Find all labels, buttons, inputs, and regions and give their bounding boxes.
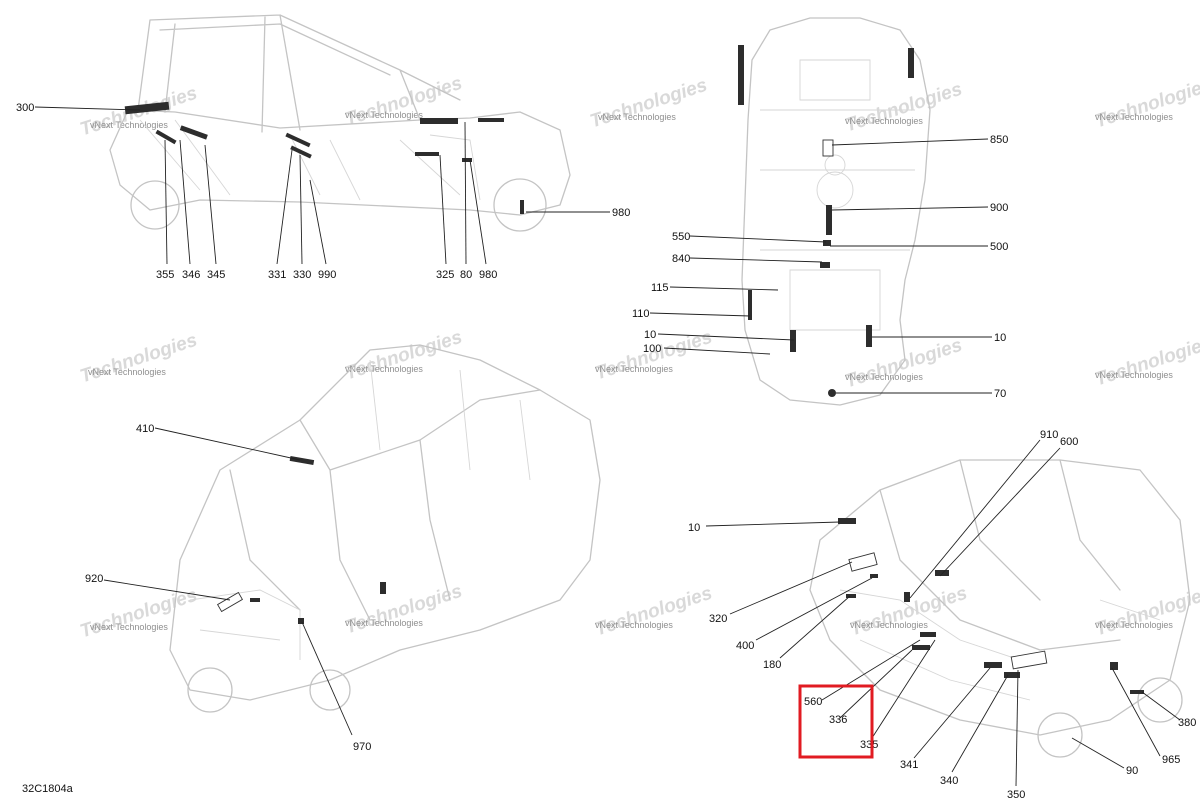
front-view-drawing [169, 344, 601, 713]
callout-325: 325 [436, 269, 454, 281]
callout-850: 850 [990, 134, 1008, 146]
watermark: Technologies vNext Technologies [843, 335, 965, 393]
svg-text:Technologies: Technologies [1093, 333, 1200, 391]
front-view-callouts: 410 920 970 [85, 423, 371, 753]
watermark: Technologies vNext Technologies [1093, 333, 1200, 391]
watermark: Technologies vNext Technologies [78, 585, 200, 643]
callout-560: 560 [804, 696, 822, 708]
callout-320: 320 [709, 613, 727, 625]
watermark: Technologies vNext Technologies [843, 79, 965, 137]
svg-text:vNext Technologies: vNext Technologies [1095, 620, 1173, 630]
svg-text:vNext Technologies: vNext Technologies [595, 620, 673, 630]
svg-text:vNext Technologies: vNext Technologies [88, 367, 166, 377]
callout-970: 970 [353, 741, 371, 753]
callout-341: 341 [900, 759, 918, 771]
watermark: Technologies vNext Technologies [343, 581, 465, 639]
callout-10-rear: 10 [688, 522, 700, 534]
callout-600: 600 [1060, 436, 1078, 448]
watermark: Technologies vNext Technologies [78, 330, 200, 388]
callout-70: 70 [994, 388, 1006, 400]
callout-346: 346 [182, 269, 200, 281]
top-view-drawing [738, 17, 931, 406]
svg-text:vNext Technologies: vNext Technologies [845, 116, 923, 126]
callout-965: 965 [1162, 754, 1180, 766]
callout-355: 355 [156, 269, 174, 281]
callout-910: 910 [1040, 429, 1058, 441]
side-view-callouts: 300 355 346 345 331 330 990 325 80 980 9… [16, 102, 630, 281]
callout-345: 345 [207, 269, 225, 281]
svg-text:vNext Technologies: vNext Technologies [1095, 112, 1173, 122]
callout-840: 840 [672, 253, 690, 265]
svg-text:Technologies: Technologies [343, 327, 465, 385]
rear-view-callouts: 910 600 10 320 400 180 560 336 335 341 3… [688, 429, 1196, 801]
svg-text:vNext Technologies: vNext Technologies [90, 622, 168, 632]
callout-335: 335 [860, 739, 878, 751]
side-view-drawing [109, 14, 571, 232]
callout-980: 980 [479, 269, 497, 281]
callout-920: 920 [85, 573, 103, 585]
svg-text:Technologies: Technologies [843, 79, 965, 137]
callout-100: 100 [643, 343, 661, 355]
callout-336: 336 [829, 714, 847, 726]
callout-550: 550 [672, 231, 690, 243]
callout-90: 90 [1126, 765, 1138, 777]
svg-text:Technologies: Technologies [78, 330, 200, 388]
highlight-box [798, 684, 874, 759]
watermark-small: vNext Technologies [90, 120, 168, 130]
callout-380: 380 [1178, 717, 1196, 729]
callout-10-left: 10 [644, 329, 656, 341]
watermark: Technologies vNext Technologies [593, 583, 715, 641]
svg-text:vNext Technologies: vNext Technologies [845, 372, 923, 382]
callout-350: 350 [1007, 789, 1025, 801]
callout-410: 410 [136, 423, 154, 435]
watermark: Technologies vNext Technologies [1093, 75, 1200, 133]
svg-text:Technologies: Technologies [78, 585, 200, 643]
callout-340: 340 [940, 775, 958, 787]
svg-text:vNext Technologies: vNext Technologies [1095, 370, 1173, 380]
svg-text:Technologies: Technologies [1093, 583, 1200, 641]
svg-text:Technologies: Technologies [1093, 75, 1200, 133]
svg-text:vNext Technologies: vNext Technologies [345, 364, 423, 374]
callout-500: 500 [990, 241, 1008, 253]
svg-text:vNext Technologies: vNext Technologies [345, 618, 423, 628]
svg-text:Technologies: Technologies [588, 75, 710, 133]
svg-text:Technologies: Technologies [843, 335, 965, 393]
callout-80: 80 [460, 269, 472, 281]
callout-300: 300 [16, 102, 34, 114]
callout-990: 990 [318, 269, 336, 281]
callout-10-right: 10 [994, 332, 1006, 344]
callout-115: 115 [651, 282, 669, 294]
svg-text:vNext Technologies: vNext Technologies [850, 620, 928, 630]
watermark: Technologies vNext Technologies [588, 75, 710, 133]
watermarks: Technologies vNext Technologies Technolo… [78, 73, 1200, 643]
callout-331: 331 [268, 269, 286, 281]
svg-text:vNext Technologies: vNext Technologies [595, 364, 673, 374]
callout-330: 330 [293, 269, 311, 281]
figure-code: 32C1804a [22, 783, 74, 795]
callout-980-rear: 980 [612, 207, 630, 219]
top-view-callouts: 850 900 550 500 840 115 110 10 10 100 70 [632, 134, 1008, 400]
callout-400: 400 [736, 640, 754, 652]
svg-text:Technologies: Technologies [343, 581, 465, 639]
callout-180: 180 [763, 659, 781, 671]
watermark: Technologies vNext Technologies [1093, 583, 1200, 641]
callout-900: 900 [990, 202, 1008, 214]
svg-text:vNext Technologies: vNext Technologies [598, 112, 676, 122]
svg-text:vNext Technologies: vNext Technologies [345, 110, 423, 120]
watermark: Technologies vNext Technologies [343, 327, 465, 385]
svg-text:Technologies: Technologies [593, 583, 715, 641]
callout-110: 110 [632, 308, 650, 320]
rear-view-drawing [809, 459, 1191, 758]
